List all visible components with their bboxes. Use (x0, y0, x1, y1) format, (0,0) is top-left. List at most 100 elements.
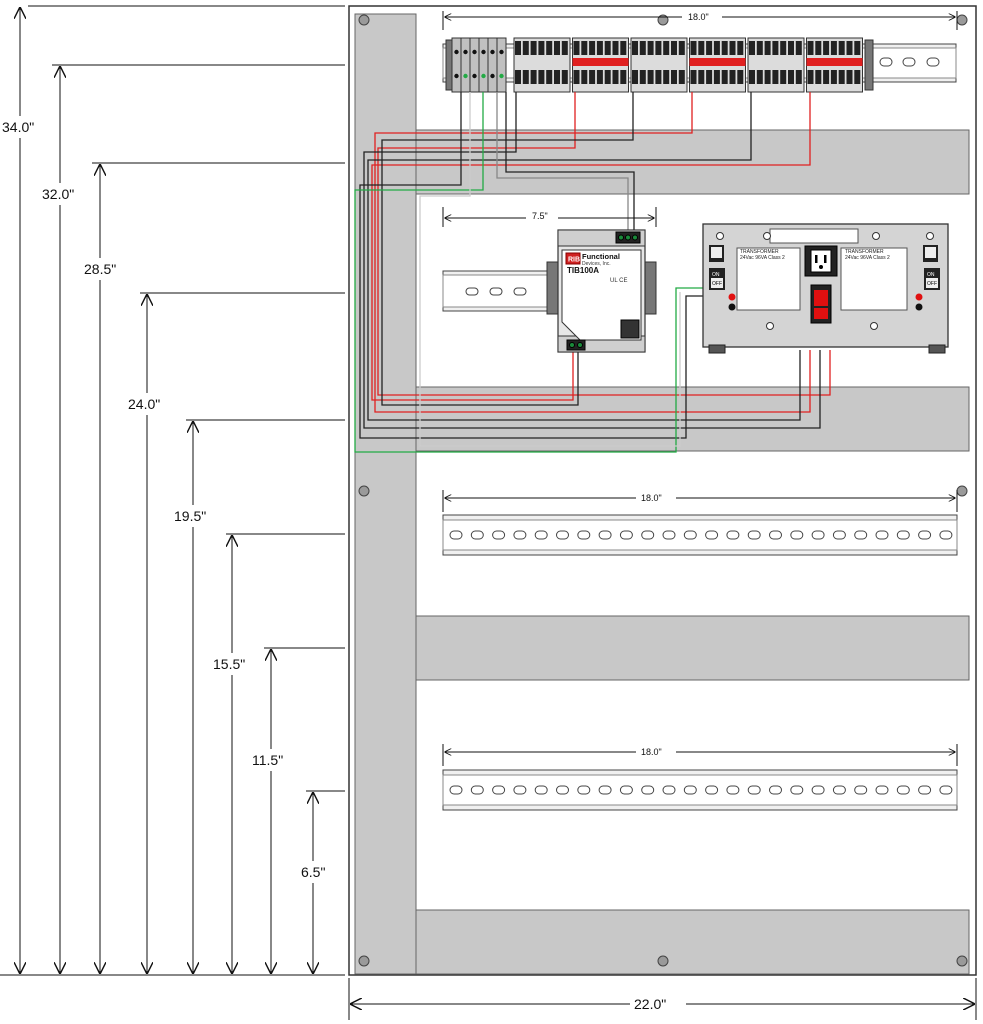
rail-slot (683, 530, 697, 540)
relay-interface-module: RIB Functional Devices, Inc. TIB100A UL … (546, 229, 657, 353)
lower-din-rail-1 (442, 514, 958, 556)
terminal-lever (788, 70, 794, 84)
top-rail-dimension-label: 18.0" (688, 12, 709, 22)
terminal-lever (561, 41, 568, 55)
terminal-block (469, 37, 480, 93)
rail-slot (726, 785, 740, 795)
terminal-screw (463, 49, 468, 55)
left-switch-off-label: OFF (712, 281, 722, 287)
right-switch-on-label: ON (927, 272, 935, 278)
mounting-hole (358, 485, 370, 497)
terminal-lever (788, 41, 794, 55)
wire-duct-2 (415, 386, 970, 452)
dim-label-6-5: 6.5" (301, 864, 325, 880)
terminal-lever (632, 41, 638, 55)
wire-duct-4 (415, 909, 970, 975)
terminal-screw (472, 49, 477, 55)
terminal-lever (823, 70, 830, 84)
terminal-lever (698, 70, 705, 84)
rail-slot (918, 530, 932, 540)
terminal-lever (737, 41, 744, 55)
rail-slot (492, 530, 506, 540)
module-model: TIB100A (567, 266, 599, 275)
terminal-lever (706, 70, 713, 84)
vertical-dimensions (0, 5, 345, 976)
terminal-lever (612, 70, 619, 84)
terminal-lever (713, 70, 720, 84)
terminal-block (496, 37, 507, 93)
terminal-lever (639, 41, 646, 55)
terminal-lever (655, 41, 662, 55)
terminal-lever (620, 70, 627, 84)
terminal-lever (515, 70, 521, 84)
terminal-lever (749, 41, 755, 55)
right-transformer-title: TRANSFORMER (845, 249, 884, 255)
terminal-block (487, 37, 498, 93)
bottom-rail-dimension-label: 18.0" (641, 747, 662, 757)
rail-slot (854, 785, 868, 795)
rail-slot (939, 530, 953, 540)
rail-slot (641, 530, 655, 540)
terminal-lever (690, 41, 697, 55)
rail-slot (449, 530, 463, 540)
field-wiring (354, 92, 831, 453)
right-transformer-rating: 24Vac 96VA Class 2 (845, 255, 890, 261)
terminal-lever (604, 41, 611, 55)
rail-slot (598, 785, 612, 795)
terminal-lever (530, 70, 537, 84)
terminal-lever (596, 70, 603, 84)
wire-duct-1 (415, 129, 970, 195)
terminal-screw (472, 73, 477, 79)
rail-slot (492, 785, 506, 795)
rail-slot (449, 785, 463, 795)
terminal-bridge (806, 58, 863, 66)
terminal-lever (780, 41, 787, 55)
right-transformer (840, 247, 908, 311)
mounting-hole (358, 14, 370, 26)
rail-slot (832, 785, 846, 795)
mounting-hole (657, 955, 669, 967)
terminal-screw (463, 73, 468, 79)
terminal-lever (756, 41, 763, 55)
terminal-lever (561, 70, 568, 84)
rail-slot (832, 530, 846, 540)
mounting-hole (956, 955, 968, 967)
terminal-block (451, 37, 462, 93)
terminal-lever (515, 41, 521, 55)
terminal-lever (546, 41, 553, 55)
terminal-lever (698, 41, 705, 55)
terminal-lever (854, 70, 861, 84)
rail-slot (470, 785, 484, 795)
rail-slot (534, 530, 548, 540)
terminal-screw (499, 73, 504, 79)
module-marks: UL CE (610, 278, 627, 284)
left-transformer-title: TRANSFORMER (740, 249, 779, 255)
rail-slot (556, 530, 569, 540)
terminal-lever (671, 70, 677, 84)
dim-label-19-5: 19.5" (174, 508, 206, 524)
terminal-lever (772, 41, 779, 55)
panel-width-label: 22.0" (634, 996, 666, 1012)
module-logo: RIB (568, 257, 580, 264)
terminal-lever (713, 41, 720, 55)
mounting-hole (358, 955, 370, 967)
terminal-lever (721, 70, 728, 84)
dim-label-34: 34.0" (2, 119, 34, 135)
mounting-hole (956, 485, 968, 497)
terminal-lever (530, 41, 537, 55)
terminal-lever (546, 70, 553, 84)
end-stop (445, 39, 453, 91)
terminal-block (478, 37, 489, 93)
terminal-screw (490, 73, 495, 79)
terminal-lever (604, 70, 611, 84)
terminal-lever (846, 70, 853, 84)
mounting-hole (956, 14, 968, 26)
rail-slot (619, 530, 633, 540)
middle-rail-dimension-label: 18.0" (641, 493, 662, 503)
rail-slot (918, 785, 932, 795)
rail-slot (790, 530, 804, 540)
terminal-bridge (689, 58, 746, 66)
module-top-connector (615, 231, 641, 244)
terminal-lever (846, 41, 853, 55)
